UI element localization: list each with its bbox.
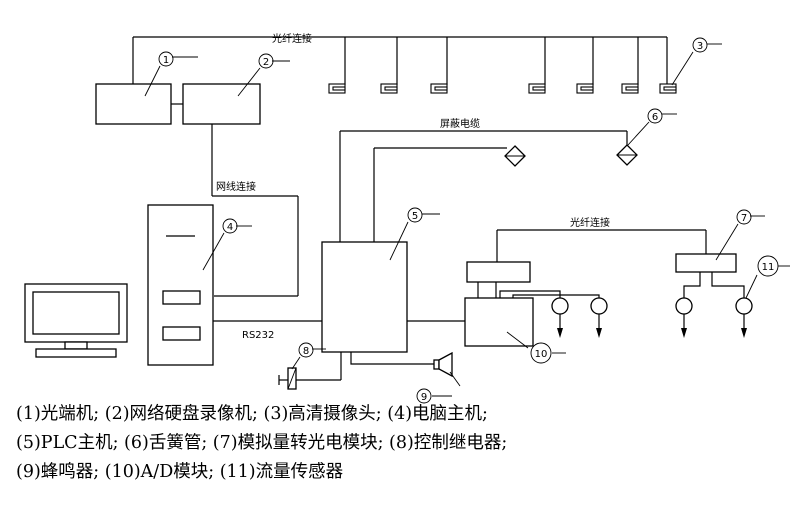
svg-text:5: 5 [412,211,418,222]
fiber-right-link [496,229,707,262]
shield-cable-label: 屏蔽电缆 [440,117,480,130]
nvr-box [182,83,261,125]
svg-text:6: 6 [652,112,658,123]
fiber-right-label: 光纤连接 [570,216,610,229]
flow-sensor-icon [590,297,608,338]
rs232-label: RS232 [242,330,274,341]
camera-icon [659,83,677,94]
legend: (1)光端机; (2)网络硬盘录像机; (3)高清摄像头; (4)电脑主机; (… [16,400,791,487]
buzzer-wiring [350,352,434,365]
callout-4: 4 [222,218,238,234]
svg-text:10: 10 [535,349,548,360]
callout-leaders [144,43,790,397]
callout-7: 7 [736,209,752,225]
callout-8: 8 [298,342,314,358]
optical-transceiver-box [95,83,172,125]
camera-icon [430,83,448,94]
camera-icon [621,83,639,94]
flow-sensor-icon [735,297,753,338]
relay-icon [287,367,297,390]
network-label: 网线连接 [216,180,256,193]
reed-switch-icon [616,144,638,166]
camera-icon [528,83,546,94]
camera-icon [328,83,346,94]
fiber-top-label: 光纤连接 [272,32,312,45]
callout-2: 2 [258,53,274,69]
legend-line-1: (1)光端机; (2)网络硬盘录像机; (3)高清摄像头; (4)电脑主机; [16,404,488,424]
svg-text:8: 8 [303,346,309,357]
flow-sensor-icon [675,297,693,338]
legend-line-3: (9)蜂鸣器; (10)A/D模块; (11)流量传感器 [16,462,344,482]
camera-icon [576,83,594,94]
camera-row [328,83,677,94]
top-fiber-bus [132,36,668,85]
legend-line-2: (5)PLC主机; (6)舌簧管; (7)模拟量转光电模块; (8)控制继电器; [16,433,508,453]
ad-module-box [464,297,534,347]
callout-9: 9 [416,388,432,404]
pc-tower [147,204,214,366]
shield-cable [339,130,628,242]
buzzer-icon [433,351,453,378]
optical-transceiver-small-box [466,261,531,283]
plc-box [321,241,408,353]
callout-11: 11 [757,255,779,277]
callout-3: 3 [692,37,708,53]
monitor-icon [24,283,128,358]
svg-text:11: 11 [762,262,775,273]
system-diagram: 光纤连接 网线连接 RS232 [24,32,790,404]
camera-icon [380,83,398,94]
svg-text:7: 7 [741,213,747,224]
callout-10: 10 [530,342,552,364]
svg-text:9: 9 [421,392,427,403]
reed-switch-icon [504,145,526,167]
analog-optical-module-box [675,253,737,273]
callout-6: 6 [647,108,663,124]
callout-5: 5 [407,207,423,223]
network-link [211,124,299,297]
svg-text:2: 2 [263,57,269,68]
ad-sensor-wiring [499,290,600,298]
svg-text:4: 4 [227,222,233,233]
flow-sensor-icon [551,297,569,338]
svg-text:1: 1 [163,55,169,66]
relay-wiring [278,352,342,385]
callout-1: 1 [158,51,174,67]
svg-text:3: 3 [697,41,703,52]
